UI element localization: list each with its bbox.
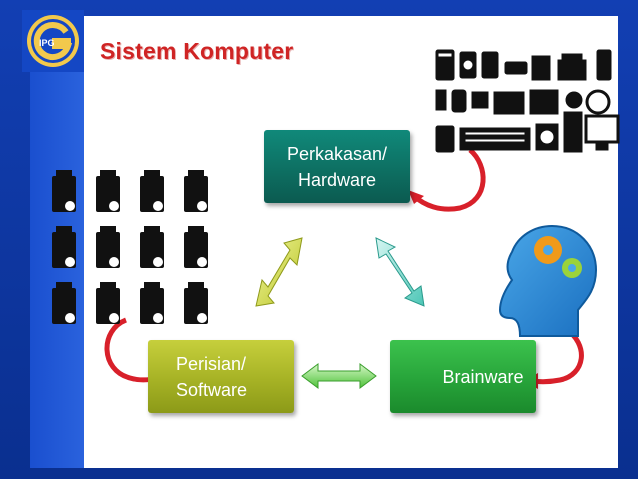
software-packages-icon bbox=[52, 170, 208, 324]
node-hardware-line1: Perkakasan/ bbox=[286, 143, 388, 164]
red-arrow-hardware-icons bbox=[408, 148, 486, 212]
arrow-software-brainware bbox=[301, 363, 377, 389]
arrow-hardware-brainware bbox=[375, 237, 425, 307]
slide-title: Sistem Komputer bbox=[100, 38, 294, 64]
arrow-hardware-software bbox=[255, 237, 303, 307]
node-software-line2: Software bbox=[176, 379, 248, 400]
brain-head-icon bbox=[498, 224, 598, 337]
ipg-logo-icon: IPG bbox=[22, 10, 84, 72]
node-brainware: Brainware bbox=[390, 340, 536, 413]
logo-text: IPG bbox=[39, 38, 55, 48]
node-software-line1: Perisian/ bbox=[176, 353, 247, 374]
node-hardware-line2: Hardware bbox=[297, 169, 377, 190]
node-hardware: Perkakasan/ Hardware bbox=[264, 130, 410, 203]
node-brainware-label: Brainware bbox=[442, 366, 524, 387]
node-software: Perisian/ Software bbox=[148, 340, 294, 413]
hardware-devices-icon bbox=[435, 49, 620, 153]
